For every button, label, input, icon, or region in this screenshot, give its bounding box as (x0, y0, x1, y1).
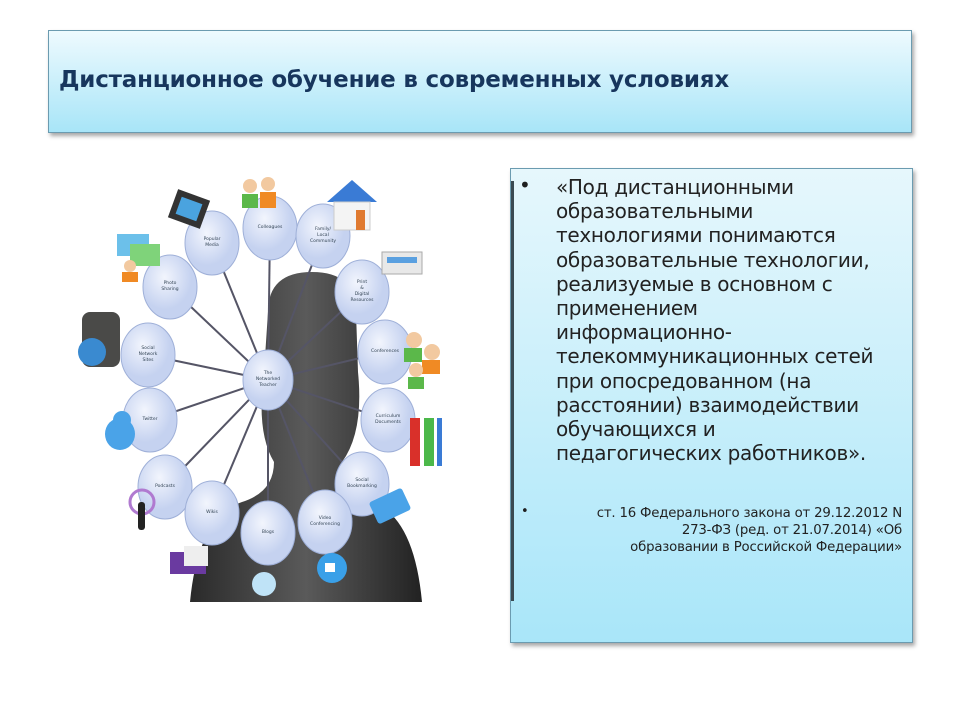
quote-line: применением (556, 296, 698, 321)
quote-line: технологиями понимаются (556, 223, 836, 248)
node-label: Blogs (262, 529, 275, 535)
slide-title: Дистанционное обучение в современных усл… (59, 67, 729, 93)
diagram-node: Podcasts (137, 454, 193, 520)
twitter-bird-icon (105, 411, 135, 450)
citation-line: ст. 16 Федерального закона от 29.12.2012… (596, 506, 902, 521)
citation-line: образовании в Российской Федерации» (630, 540, 902, 555)
quote-line: обучающихся и (556, 417, 716, 442)
blog-icon (252, 572, 276, 596)
quote-line: педагогических работников». (556, 441, 866, 466)
quote-line: образовательные технологии, (556, 247, 870, 272)
definition-quote: «Под дистанционными образовательными тех… (556, 175, 874, 466)
quote-line: образовательными (556, 199, 754, 224)
box-icon (170, 546, 208, 574)
conference-people-icon (404, 332, 440, 389)
tag-icon (369, 488, 411, 524)
film-icon (167, 189, 211, 229)
quote-line: информационно- (556, 320, 732, 345)
house-icon (327, 180, 377, 231)
node-label: Podcasts (155, 483, 176, 489)
quote-line: «Под дистанционными (556, 175, 794, 199)
node-label: Wikis (206, 509, 218, 515)
bullet: • (521, 504, 529, 519)
bullet: • (519, 173, 531, 197)
diagram-node: Conferences (357, 319, 413, 385)
diagram-node: Wikis (184, 480, 240, 546)
node-label: Conferences (371, 348, 400, 354)
video-chat-icon (317, 553, 347, 583)
box-edge-shadow (511, 181, 514, 601)
photo-icon (117, 234, 160, 282)
podcast-icon (128, 488, 156, 530)
printer-icon (381, 251, 423, 275)
quote-line: расстоянии) взаимодействии (556, 392, 859, 417)
title-box: Дистанционное обучение в современных усл… (48, 30, 912, 133)
quote-line: телекоммуникационных сетей (556, 344, 874, 369)
citation-line: 273-ФЗ (ред. от 21.07.2014) «Об (681, 523, 902, 538)
quote-line: реализуемые в основном с (556, 271, 833, 296)
globe-backpack-icon (78, 312, 120, 367)
law-citation: ст. 16 Федерального закона от 29.12.2012… (597, 505, 902, 556)
binders-icon (410, 418, 442, 466)
people-icon (242, 177, 276, 208)
diagram-node: Blogs (240, 500, 296, 566)
node-label: Colleagues (258, 224, 283, 230)
node-label: Twitter (141, 416, 157, 422)
quote-line: при опосредованном (на (556, 368, 812, 393)
definition-box: • «Под дистанционными образовательными т… (510, 168, 913, 643)
